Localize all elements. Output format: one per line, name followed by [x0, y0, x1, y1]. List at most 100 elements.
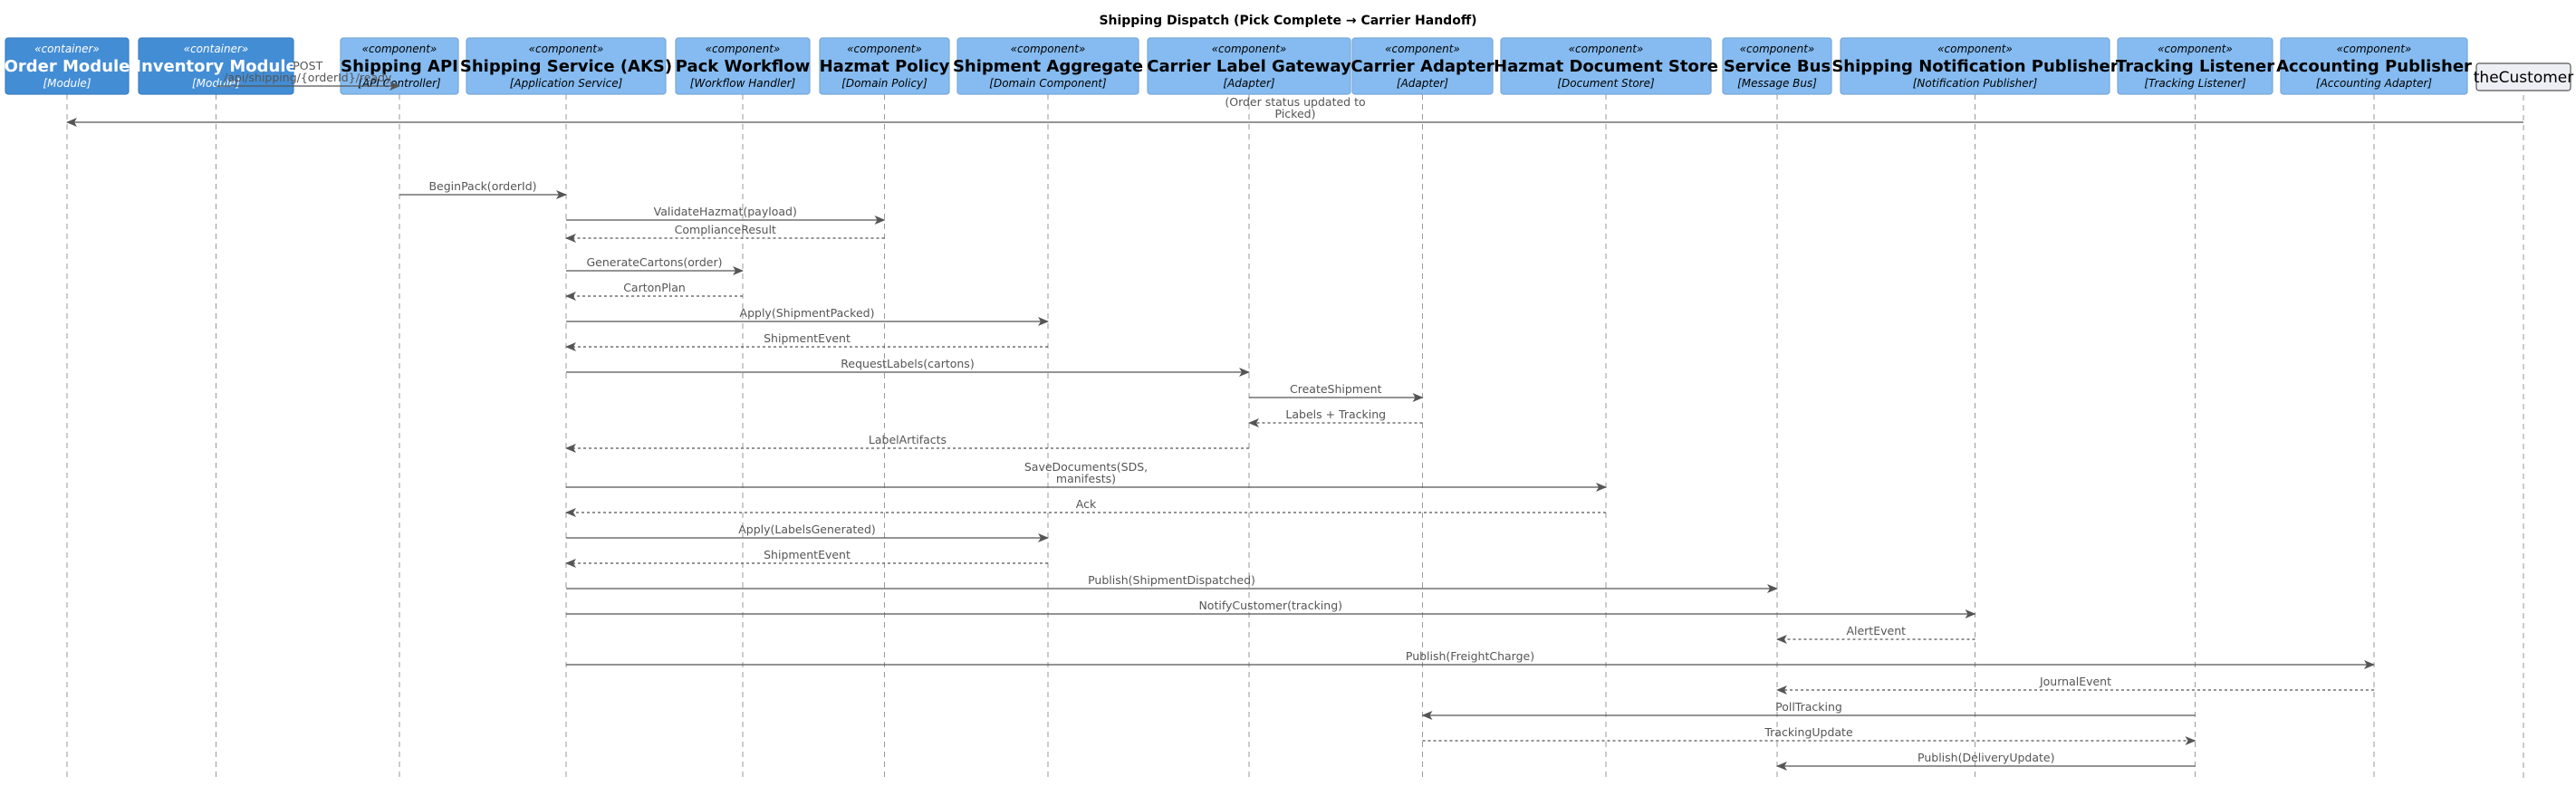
message-1: POST/api/shipping/{orderId}/ready: [216, 59, 400, 91]
participant-stereotype: «component»: [529, 43, 604, 55]
message-15: Ack: [565, 497, 1606, 517]
message-label: (Order status updated to: [1225, 95, 1365, 109]
message-3: BeginPack(orderId): [399, 179, 567, 199]
message-8: Apply(ShipmentPacked): [566, 306, 1049, 326]
participant-technology: [Application Service]: [510, 77, 623, 90]
message-21: Publish(FreightCharge): [566, 649, 2375, 669]
participant-box: [1500, 37, 1712, 95]
message-label: ShipmentEvent: [764, 548, 851, 561]
participant-box: [466, 37, 667, 95]
message-label: POST: [293, 59, 322, 72]
message-label: Publish(ShipmentDispatched): [1088, 573, 1255, 587]
participant-stereotype: «component»: [2337, 43, 2412, 55]
message-label: Publish(DeliveryUpdate): [1918, 751, 2054, 764]
participant-name: theCustomer: [2474, 69, 2573, 87]
participant-stereotype: «component»: [1569, 43, 1644, 55]
participant-name: Shipping Notification Publisher: [1831, 57, 2118, 76]
message-label: Publish(FreightCharge): [1406, 649, 1534, 663]
participant-name: Shipment Aggregate: [953, 57, 1143, 76]
message-16: Apply(LabelsGenerated): [566, 522, 1049, 542]
message-18: Publish(ShipmentDispatched): [566, 573, 1778, 593]
participant-order: «container» Order Module[Module]: [5, 37, 130, 95]
participant-stereotype: «component»: [1385, 43, 1460, 55]
participant-box: [2117, 37, 2273, 95]
message-7: CartonPlan: [565, 281, 743, 301]
participant-name: Carrier Label Gateway: [1147, 57, 1351, 76]
participant-technology: [Document Store]: [1557, 77, 1655, 90]
participant-technology: [Adapter]: [1397, 77, 1449, 90]
participant-name: Tracking Listener: [2116, 57, 2274, 76]
message-label: Apply(LabelsGenerated): [738, 522, 876, 536]
participant-stereotype: «component»: [1212, 43, 1287, 55]
participant-name: Order Module: [5, 57, 130, 76]
participant-stereotype: «component»: [1011, 43, 1086, 55]
participant-stereotype: «component»: [1740, 43, 1815, 55]
message-10: RequestLabels(cartons): [566, 357, 1250, 377]
participant-box: [1722, 37, 1832, 95]
participant-technology: [Domain Component]: [989, 77, 1107, 90]
participant-technology: [Tracking Listener]: [2144, 77, 2246, 90]
message-label: manifests): [1056, 472, 1116, 485]
message-label: Picked): [1275, 107, 1316, 120]
message-label: RequestLabels(cartons): [841, 357, 974, 370]
participant-tracking: «component» Tracking Listener[Tracking Li…: [2116, 37, 2274, 95]
participant-shipagg: «component» Shipment Aggregate[Domain Com…: [953, 37, 1143, 95]
message-label: PollTracking: [1775, 700, 1842, 714]
participant-name: Inventory Module: [135, 57, 296, 76]
participant-box: [340, 37, 459, 95]
message-17: ShipmentEvent: [565, 548, 1048, 568]
participant-stereotype: «component»: [847, 43, 922, 55]
participant-technology: [Module]: [43, 77, 91, 90]
message-23: PollTracking: [1421, 700, 2196, 720]
participant-docstore: «component»Hazmat Document Store[Documen…: [1494, 37, 1718, 95]
participant-customer: theCustomer: [2474, 62, 2573, 91]
participant-technology: [Domain Policy]: [841, 77, 928, 90]
participant-stereotype: «component»: [2158, 43, 2233, 55]
participant-box: [956, 37, 1139, 95]
message-label: TrackingUpdate: [1764, 725, 1853, 739]
participant-bus: «component»Service Bus[Message Bus]: [1722, 37, 1832, 95]
message-label: /api/shipping/{orderId}/ready: [224, 71, 392, 84]
message-9: ShipmentEvent: [565, 331, 1048, 351]
participant-stereotype: «container»: [184, 43, 249, 55]
participant-box: [1147, 37, 1351, 95]
participant-box: [2280, 37, 2468, 95]
participant-technology: [Adapter]: [1223, 77, 1275, 90]
message-label: Apply(ShipmentPacked): [740, 306, 875, 320]
message-label: ComplianceResult: [675, 223, 776, 236]
participant-carrier: «component»Carrier Adapter[Adapter]: [1350, 37, 1495, 95]
message-label: SaveDocuments(SDS,: [1024, 460, 1148, 474]
participant-name: Shipping Service (AKS): [460, 57, 672, 76]
participant-box: [819, 37, 950, 95]
participant-technology: [Workflow Handler]: [690, 77, 796, 90]
participant-name: Accounting Publisher: [2276, 57, 2472, 76]
message-label: GenerateCartons(order): [587, 255, 723, 269]
participant-stereotype: «component»: [1937, 43, 2013, 55]
message-24: TrackingUpdate: [1422, 725, 2196, 745]
message-label: NotifyCustomer(tracking): [1198, 599, 1342, 612]
messages: POST/api/shipping/{orderId}/ready (Order …: [66, 59, 2523, 771]
participant-name: Pack Workflow: [676, 57, 811, 76]
participant-inventory: «container»Inventory Module[Module]: [135, 37, 297, 95]
participant-technology: [Message Bus]: [1737, 77, 1817, 90]
participants: «container»Order Module[Module]«containe…: [5, 37, 2573, 95]
message-5: ComplianceResult: [565, 223, 885, 243]
participant-accounting: «component»Accounting Publisher[Accounti…: [2276, 37, 2472, 95]
message-label: CartonPlan: [623, 281, 686, 294]
message-12: Labels + Tracking: [1248, 407, 1423, 427]
message-label: ShipmentEvent: [764, 331, 851, 345]
participant-box: [138, 37, 294, 95]
participant-technology: [Notification Publisher]: [1913, 77, 2038, 90]
participant-carriergw: «component» Carrier Label Gateway[Adapter…: [1147, 37, 1351, 95]
participant-stereotype: «component»: [706, 43, 781, 55]
message-label: Labels + Tracking: [1285, 407, 1386, 421]
message-4: ValidateHazmat(payload): [566, 205, 886, 225]
participant-name: Shipping API: [341, 57, 458, 76]
participant-stereotype: «container»: [34, 43, 100, 55]
message-14: SaveDocuments(SDS,manifests): [566, 460, 1607, 492]
message-label: LabelArtifacts: [869, 433, 947, 446]
participant-hazmat: «component»Hazmat Policy[Domain Policy]: [819, 37, 950, 95]
participant-box: [1840, 37, 2110, 95]
message-22: JournalEvent: [1776, 675, 2374, 695]
